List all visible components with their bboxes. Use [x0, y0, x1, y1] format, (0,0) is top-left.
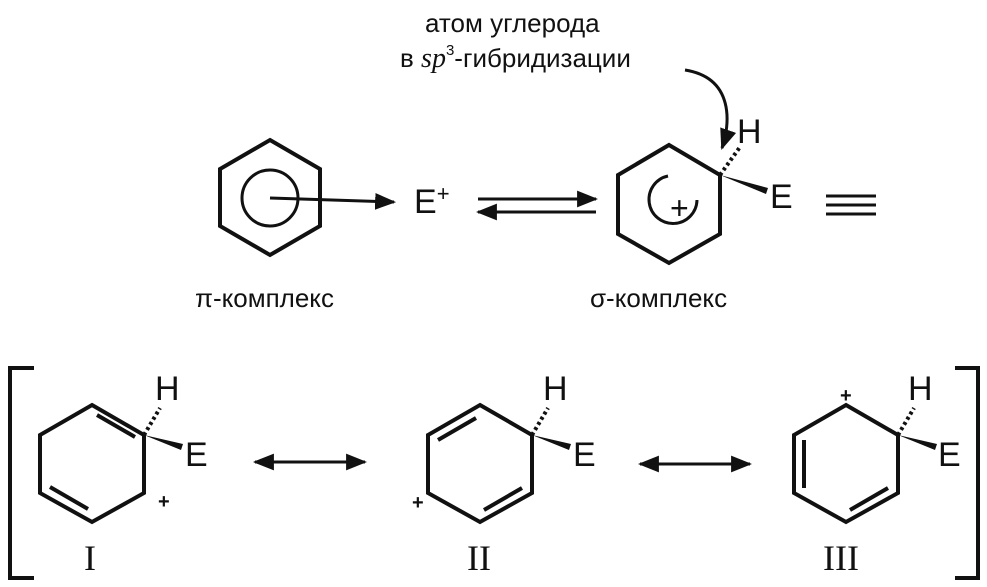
label-sp: sp: [421, 43, 446, 74]
structure-2-hydrogen: H: [543, 370, 568, 408]
electrophile-charge: +: [436, 181, 450, 206]
pi-bond-arrow: [269, 192, 397, 210]
structure-label-3: III: [823, 538, 859, 578]
pi-complex-benzene: [218, 137, 322, 258]
resonance-structure-3: [792, 402, 937, 525]
structure-3-substituent: E: [938, 436, 961, 474]
resonance-structure-2: [426, 402, 571, 525]
structure-1-hydrogen: H: [155, 370, 180, 408]
label-prefix: в: [400, 43, 422, 73]
structure-2-substituent: E: [573, 436, 596, 474]
left-bracket: [8, 366, 34, 580]
label-exponent: 3: [445, 42, 455, 59]
sigma-complex-label: σ-комплекс: [590, 283, 728, 313]
equilibrium-arrows: [475, 190, 599, 221]
pi-complex-label: π-комплекс: [195, 283, 334, 313]
sigma-charge: +: [670, 190, 689, 226]
structure-3-hydrogen: H: [908, 370, 933, 408]
pointer-arrow: [684, 68, 737, 150]
electrophile-symbol: E: [414, 183, 437, 221]
carbon-atom-label-line2: в sp3-гибридизации: [400, 42, 631, 74]
structure-2-charge: +: [412, 492, 424, 514]
structure-1-charge: +: [158, 491, 170, 513]
sigma-substituent: E: [770, 178, 793, 216]
identity-sign: [826, 194, 876, 216]
sigma-bonds: [718, 145, 768, 194]
structure-1-substituent: E: [185, 436, 208, 474]
sigma-complex-ring: [616, 142, 722, 266]
sigma-hydrogen: H: [737, 113, 762, 151]
electrophile: E+: [414, 183, 450, 221]
structure-3-charge: +: [840, 385, 852, 407]
label-suffix: -гибридизации: [454, 43, 631, 73]
structure-label-2: II: [467, 538, 491, 578]
right-bracket: [955, 366, 980, 580]
structure-label-1: I: [84, 538, 96, 578]
resonance-structure-1: [38, 402, 183, 525]
carbon-atom-label-line1: атом углерода: [425, 8, 600, 38]
